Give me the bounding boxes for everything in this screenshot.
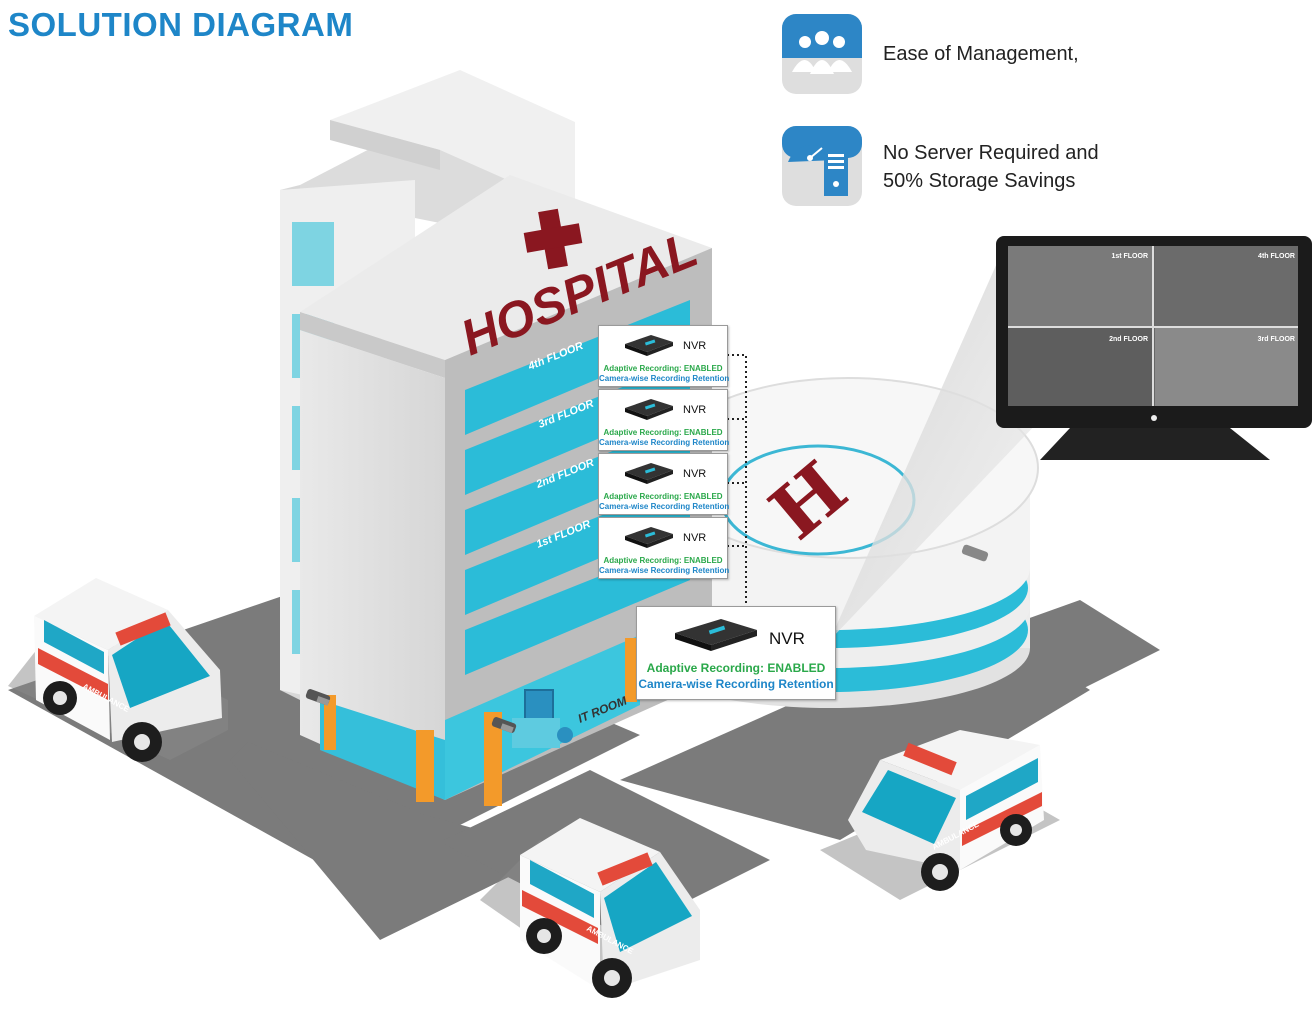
nvr-label: NVR (683, 340, 707, 352)
feature-no-server: No Server Required and 50% Storage Savin… (883, 139, 1099, 195)
adaptive-recording-status: Adaptive Recording: ENABLED (603, 556, 723, 565)
recording-retention-label: Camera-wise Recording Retention (599, 502, 730, 511)
ambulance-right: AMBULANCE (820, 730, 1060, 900)
adaptive-recording-status: Adaptive Recording: ENABLED (603, 492, 723, 501)
feature-line: 50% Storage Savings (883, 170, 1076, 192)
ambulance-center: AMBULANCE (480, 818, 700, 998)
nvr-box-3rd-floor: NVR Adaptive Recording: ENABLED Camera-w… (598, 389, 730, 451)
camera-feed-2nd-floor (1008, 328, 1153, 406)
nvr-label: NVR (683, 468, 707, 480)
recording-retention-label: Camera-wise Recording Retention (599, 438, 730, 447)
nvr-box-it-room: NVR Adaptive Recording: ENABLED Camera-w… (636, 606, 836, 700)
adaptive-recording-status: Adaptive Recording: ENABLED (646, 661, 826, 675)
recording-retention-label: Camera-wise Recording Retention (638, 677, 834, 691)
camera-feed-1st-floor (1008, 246, 1153, 326)
monitor-view-beam (830, 245, 1040, 640)
nvr-label: NVR (769, 629, 805, 648)
nvr-device-icon (675, 619, 757, 651)
monitor: 1st FLOOR 4th FLOOR 2nd FLOOR 3rd FLOOR (996, 236, 1312, 460)
gauge-server-icon (782, 126, 862, 206)
feature-line: No Server Required and (883, 142, 1099, 164)
adaptive-recording-status: Adaptive Recording: ENABLED (603, 428, 723, 437)
feature-ease-of-management: Ease of Management, (883, 43, 1079, 65)
page-title: SOLUTION DIAGRAM (8, 6, 354, 43)
nvr-device-icon (625, 399, 673, 420)
camera-feed-4th-floor (1155, 246, 1298, 326)
nvr-label: NVR (683, 404, 707, 416)
recording-retention-label: Camera-wise Recording Retention (599, 374, 730, 383)
ambulance-left: AMBULANCE (8, 578, 228, 762)
camera-feed-3rd-floor (1155, 328, 1298, 406)
quadrant-label-4th: 4th FLOOR (1258, 253, 1295, 260)
people-group-icon (782, 14, 862, 94)
adaptive-recording-status: Adaptive Recording: ENABLED (603, 364, 723, 373)
recording-retention-label: Camera-wise Recording Retention (599, 566, 730, 575)
quadrant-label-3rd: 3rd FLOOR (1258, 336, 1295, 343)
quadrant-label-2nd: 2nd FLOOR (1109, 336, 1148, 343)
network-links (727, 354, 747, 606)
quadrant-label-1st: 1st FLOOR (1111, 253, 1148, 260)
cctv-camera-icon (491, 717, 517, 734)
cctv-camera-icon (961, 544, 989, 562)
nvr-box-2nd-floor: NVR Adaptive Recording: ENABLED Camera-w… (598, 453, 730, 515)
cctv-camera-icon (305, 689, 331, 706)
nvr-box-1st-floor: NVR Adaptive Recording: ENABLED Camera-w… (598, 517, 730, 579)
nvr-device-icon (625, 463, 673, 484)
nvr-device-icon (625, 527, 673, 548)
nvr-device-icon (625, 335, 673, 356)
nvr-box-4th-floor: NVR Adaptive Recording: ENABLED Camera-w… (598, 325, 730, 387)
nvr-label: NVR (683, 532, 707, 544)
